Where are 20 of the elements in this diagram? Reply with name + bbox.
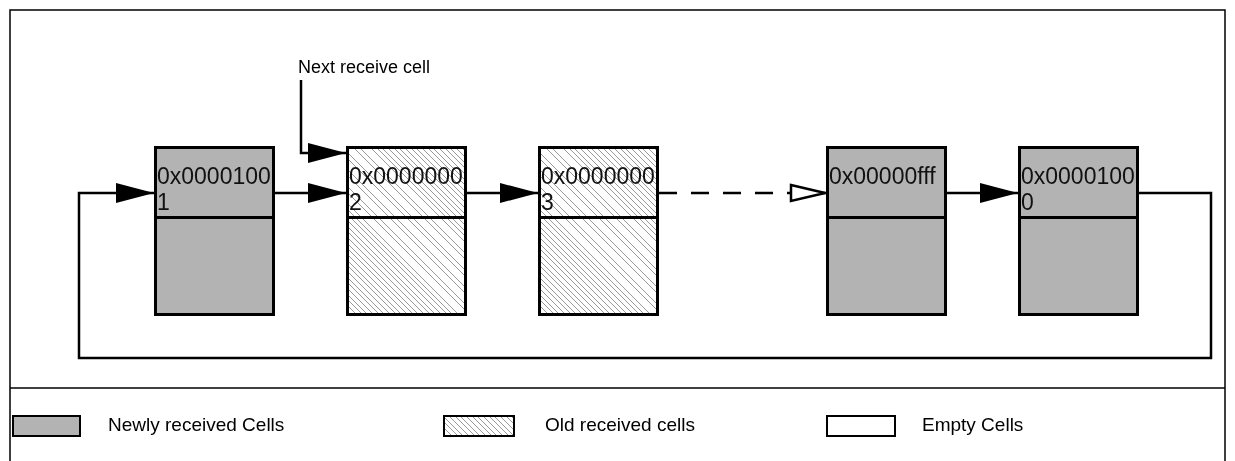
legend-label: Old received cells [545, 414, 695, 436]
memory-cell [1018, 146, 1139, 316]
memory-cell [826, 146, 947, 316]
cell-address: 0x00000002 [349, 163, 464, 215]
legend-label: Empty Cells [922, 414, 1024, 436]
link-arrow [659, 183, 827, 203]
cell-address: 0x00001001 [157, 163, 272, 215]
cell-address: 0x00000fff [829, 163, 937, 189]
link-arrow [275, 183, 346, 203]
link-arrow [947, 183, 1018, 203]
memory-cell [538, 146, 659, 316]
cell-address: 0x00001000 [1021, 163, 1136, 215]
legend-label: Newly received Cells [108, 414, 285, 436]
link-arrow [467, 183, 538, 203]
link-arrow [77, 183, 1213, 360]
memory-cell [346, 146, 467, 316]
pointer-arrow [299, 80, 346, 163]
cell-address: 0x00000003 [541, 163, 656, 215]
memory-cell [154, 146, 275, 316]
pointer-label: Next receive cell [298, 56, 458, 80]
